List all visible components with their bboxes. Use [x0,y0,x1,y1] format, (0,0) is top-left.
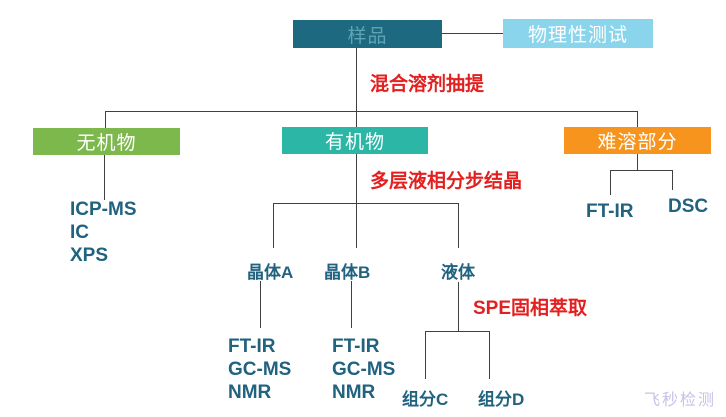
node-insoluble-label: 难溶部分 [597,132,678,153]
watermark: 飞秒检测 [644,392,717,409]
label-step-crystallization: 多层液相分步结晶 [370,171,523,192]
node-sample-label: 样品 [347,25,388,47]
node-insoluble: 难溶部分 [564,127,711,154]
method-list-crystal-b: FT-IR GC-MS NMR [332,335,395,404]
label-liquid: 液体 [441,263,475,282]
node-organic-label: 有机物 [324,132,385,153]
method-item: FT-IR [332,336,380,357]
connector-organic-horizontal [273,203,458,204]
method-list-inorganic: ICP-MS IC XPS [70,198,137,267]
connector-crystal-b-down [351,281,352,328]
method-item: ICP-MS [70,199,137,220]
method-item: GC-MS [332,359,396,380]
connector-stub-fraction-c [425,331,426,379]
node-physical-test: 物理性测试 [503,19,653,48]
node-inorganic: 无机物 [33,128,180,155]
node-physical-test-label: 物理性测试 [527,25,628,46]
connector-sample-down [356,48,357,127]
connector-stub-crystal-a [273,203,274,248]
connector-main-horizontal [105,111,638,112]
connector-stub-liquid [458,203,459,248]
method-item-insoluble-ftir: FT-IR [586,201,634,222]
connector-liquid-horizontal [425,331,489,332]
node-organic: 有机物 [282,127,428,154]
method-list-crystal-a: FT-IR GC-MS NMR [228,335,291,404]
method-item: NMR [332,382,376,403]
label-fraction-c: 组分C [402,390,449,409]
connector-insoluble-down [637,154,638,170]
connector-sample-physicaltest [442,33,503,34]
method-item: IC [70,222,89,243]
method-item: GC-MS [228,359,292,380]
method-item: FT-IR [228,336,276,357]
connector-stub-insoluble-ftir [610,170,611,195]
connector-crystal-a-down [260,281,261,328]
connector-stub-insoluble [637,111,638,128]
label-step-extraction: 混合溶剂抽提 [370,74,485,95]
connector-insoluble-horizontal [610,170,672,171]
node-inorganic-label: 无机物 [76,133,137,154]
method-item: XPS [70,245,109,266]
label-step-spe: SPE固相萃取 [473,298,588,319]
label-crystal-a: 晶体A [247,263,294,282]
connector-liquid-down [458,282,459,331]
method-item: NMR [228,382,272,403]
connector-stub-fraction-d [489,331,490,379]
label-fraction-d: 组分D [478,390,525,409]
connector-inorganic-down [104,155,105,200]
node-sample: 样品 [293,20,442,48]
method-item-insoluble-dsc: DSC [668,196,709,217]
connector-organic-down [356,154,357,248]
connector-stub-insoluble-dsc [672,170,673,190]
connector-stub-inorganic [105,111,106,128]
label-crystal-b: 晶体B [324,263,371,282]
